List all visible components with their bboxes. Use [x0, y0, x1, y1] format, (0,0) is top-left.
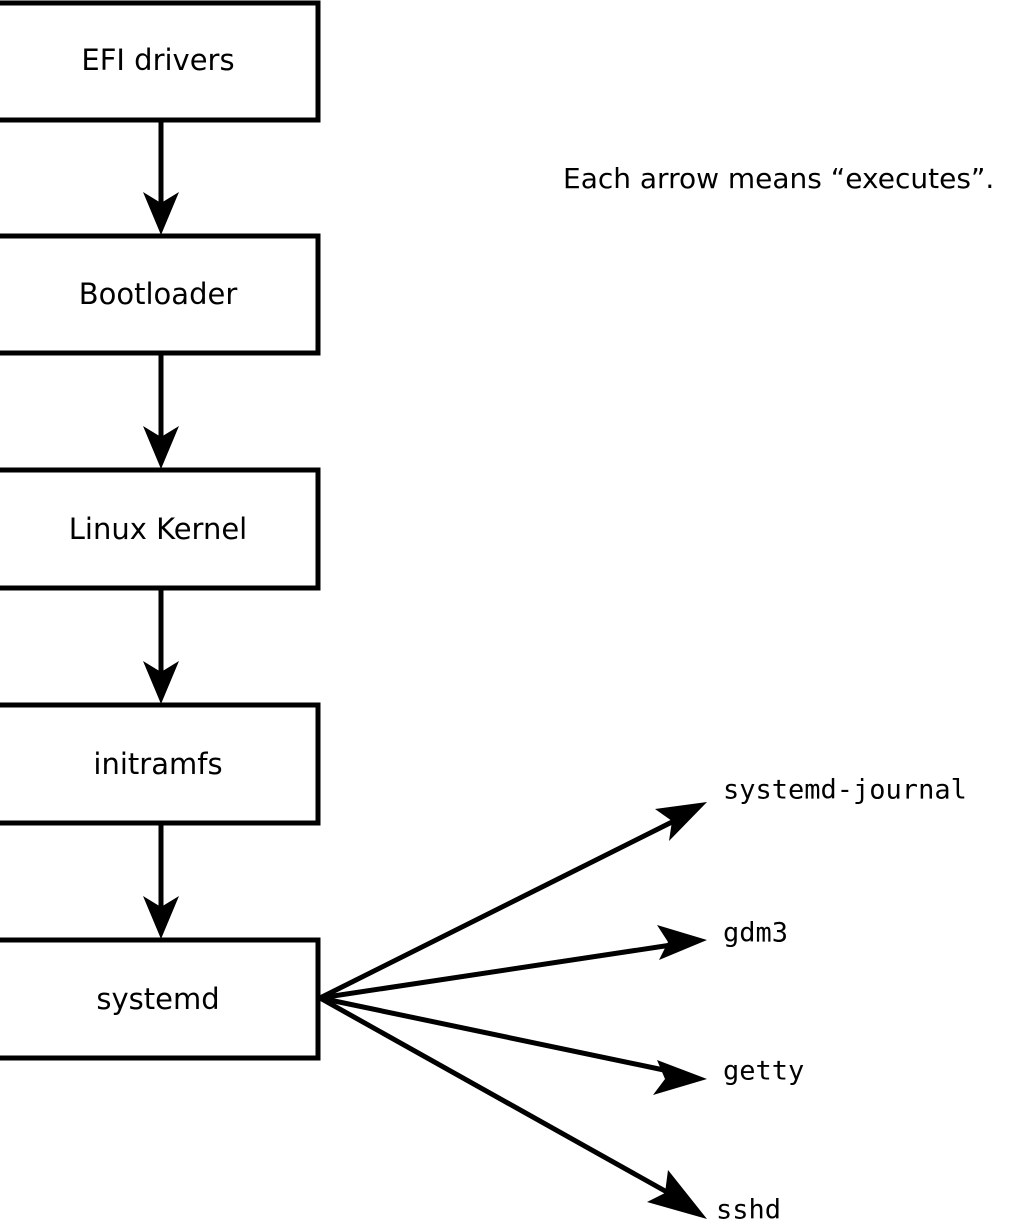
- arrowhead-down-icon: [143, 426, 179, 469]
- chain-arrows-group: [143, 120, 179, 939]
- arrowhead-down-icon: [143, 661, 179, 704]
- service-arrow-sshd: [318, 995, 707, 1219]
- arrowhead-diagonal-icon: [657, 925, 707, 960]
- arrowhead-diagonal-icon: [647, 1170, 707, 1219]
- box-linux-kernel-label: Linux Kernel: [69, 512, 247, 546]
- box-initramfs-label: initramfs: [93, 747, 222, 781]
- chain-arrow-kernel-to-initramfs: [143, 588, 179, 704]
- arrowhead-diagonal-icon: [653, 1060, 707, 1095]
- box-efi-drivers-rect: [0, 0, 321, 123]
- box-bootloader[interactable]: Bootloader: [0, 233, 321, 356]
- arrowhead-down-icon: [143, 192, 179, 235]
- chain-arrow-efi-to-bootloader: [143, 120, 179, 235]
- arrowhead-diagonal-icon: [655, 802, 707, 841]
- service-label-systemd-journal: systemd-journal: [723, 775, 967, 806]
- service-label-getty: getty: [723, 1056, 804, 1087]
- box-systemd[interactable]: systemd: [0, 937, 321, 1061]
- service-arrow-gdm3: [319, 925, 707, 1001]
- boot-chain-boxes-group: EFI drivers Bootloader Linux Kernel init…: [0, 0, 321, 1061]
- box-linux-kernel-rect: [0, 467, 321, 591]
- box-efi-drivers[interactable]: EFI drivers: [0, 0, 321, 123]
- chain-arrow-initramfs-to-systemd: [143, 823, 179, 939]
- box-bootloader-label: Bootloader: [79, 277, 238, 311]
- box-systemd-rect: [0, 937, 321, 1061]
- service-arrow-systemd-journal: [318, 802, 707, 1001]
- service-labels-group: systemd-journal gdm3 getty sshd: [716, 775, 967, 1226]
- box-systemd-label: systemd: [96, 982, 219, 1016]
- box-efi-drivers-label: EFI drivers: [81, 43, 234, 77]
- box-initramfs-rect: [0, 702, 321, 826]
- arrowhead-down-icon: [143, 896, 179, 939]
- service-arrows-group: [318, 802, 707, 1219]
- chain-arrow-bootloader-to-kernel: [143, 353, 179, 469]
- box-linux-kernel[interactable]: Linux Kernel: [0, 467, 321, 591]
- annotation-each-arrow-means-executes: Each arrow means “executes”.: [563, 162, 994, 195]
- box-bootloader-rect: [0, 233, 321, 356]
- service-label-sshd: sshd: [716, 1195, 781, 1226]
- service-label-gdm3: gdm3: [723, 918, 788, 949]
- service-arrow-getty: [319, 995, 707, 1095]
- box-initramfs[interactable]: initramfs: [0, 702, 321, 826]
